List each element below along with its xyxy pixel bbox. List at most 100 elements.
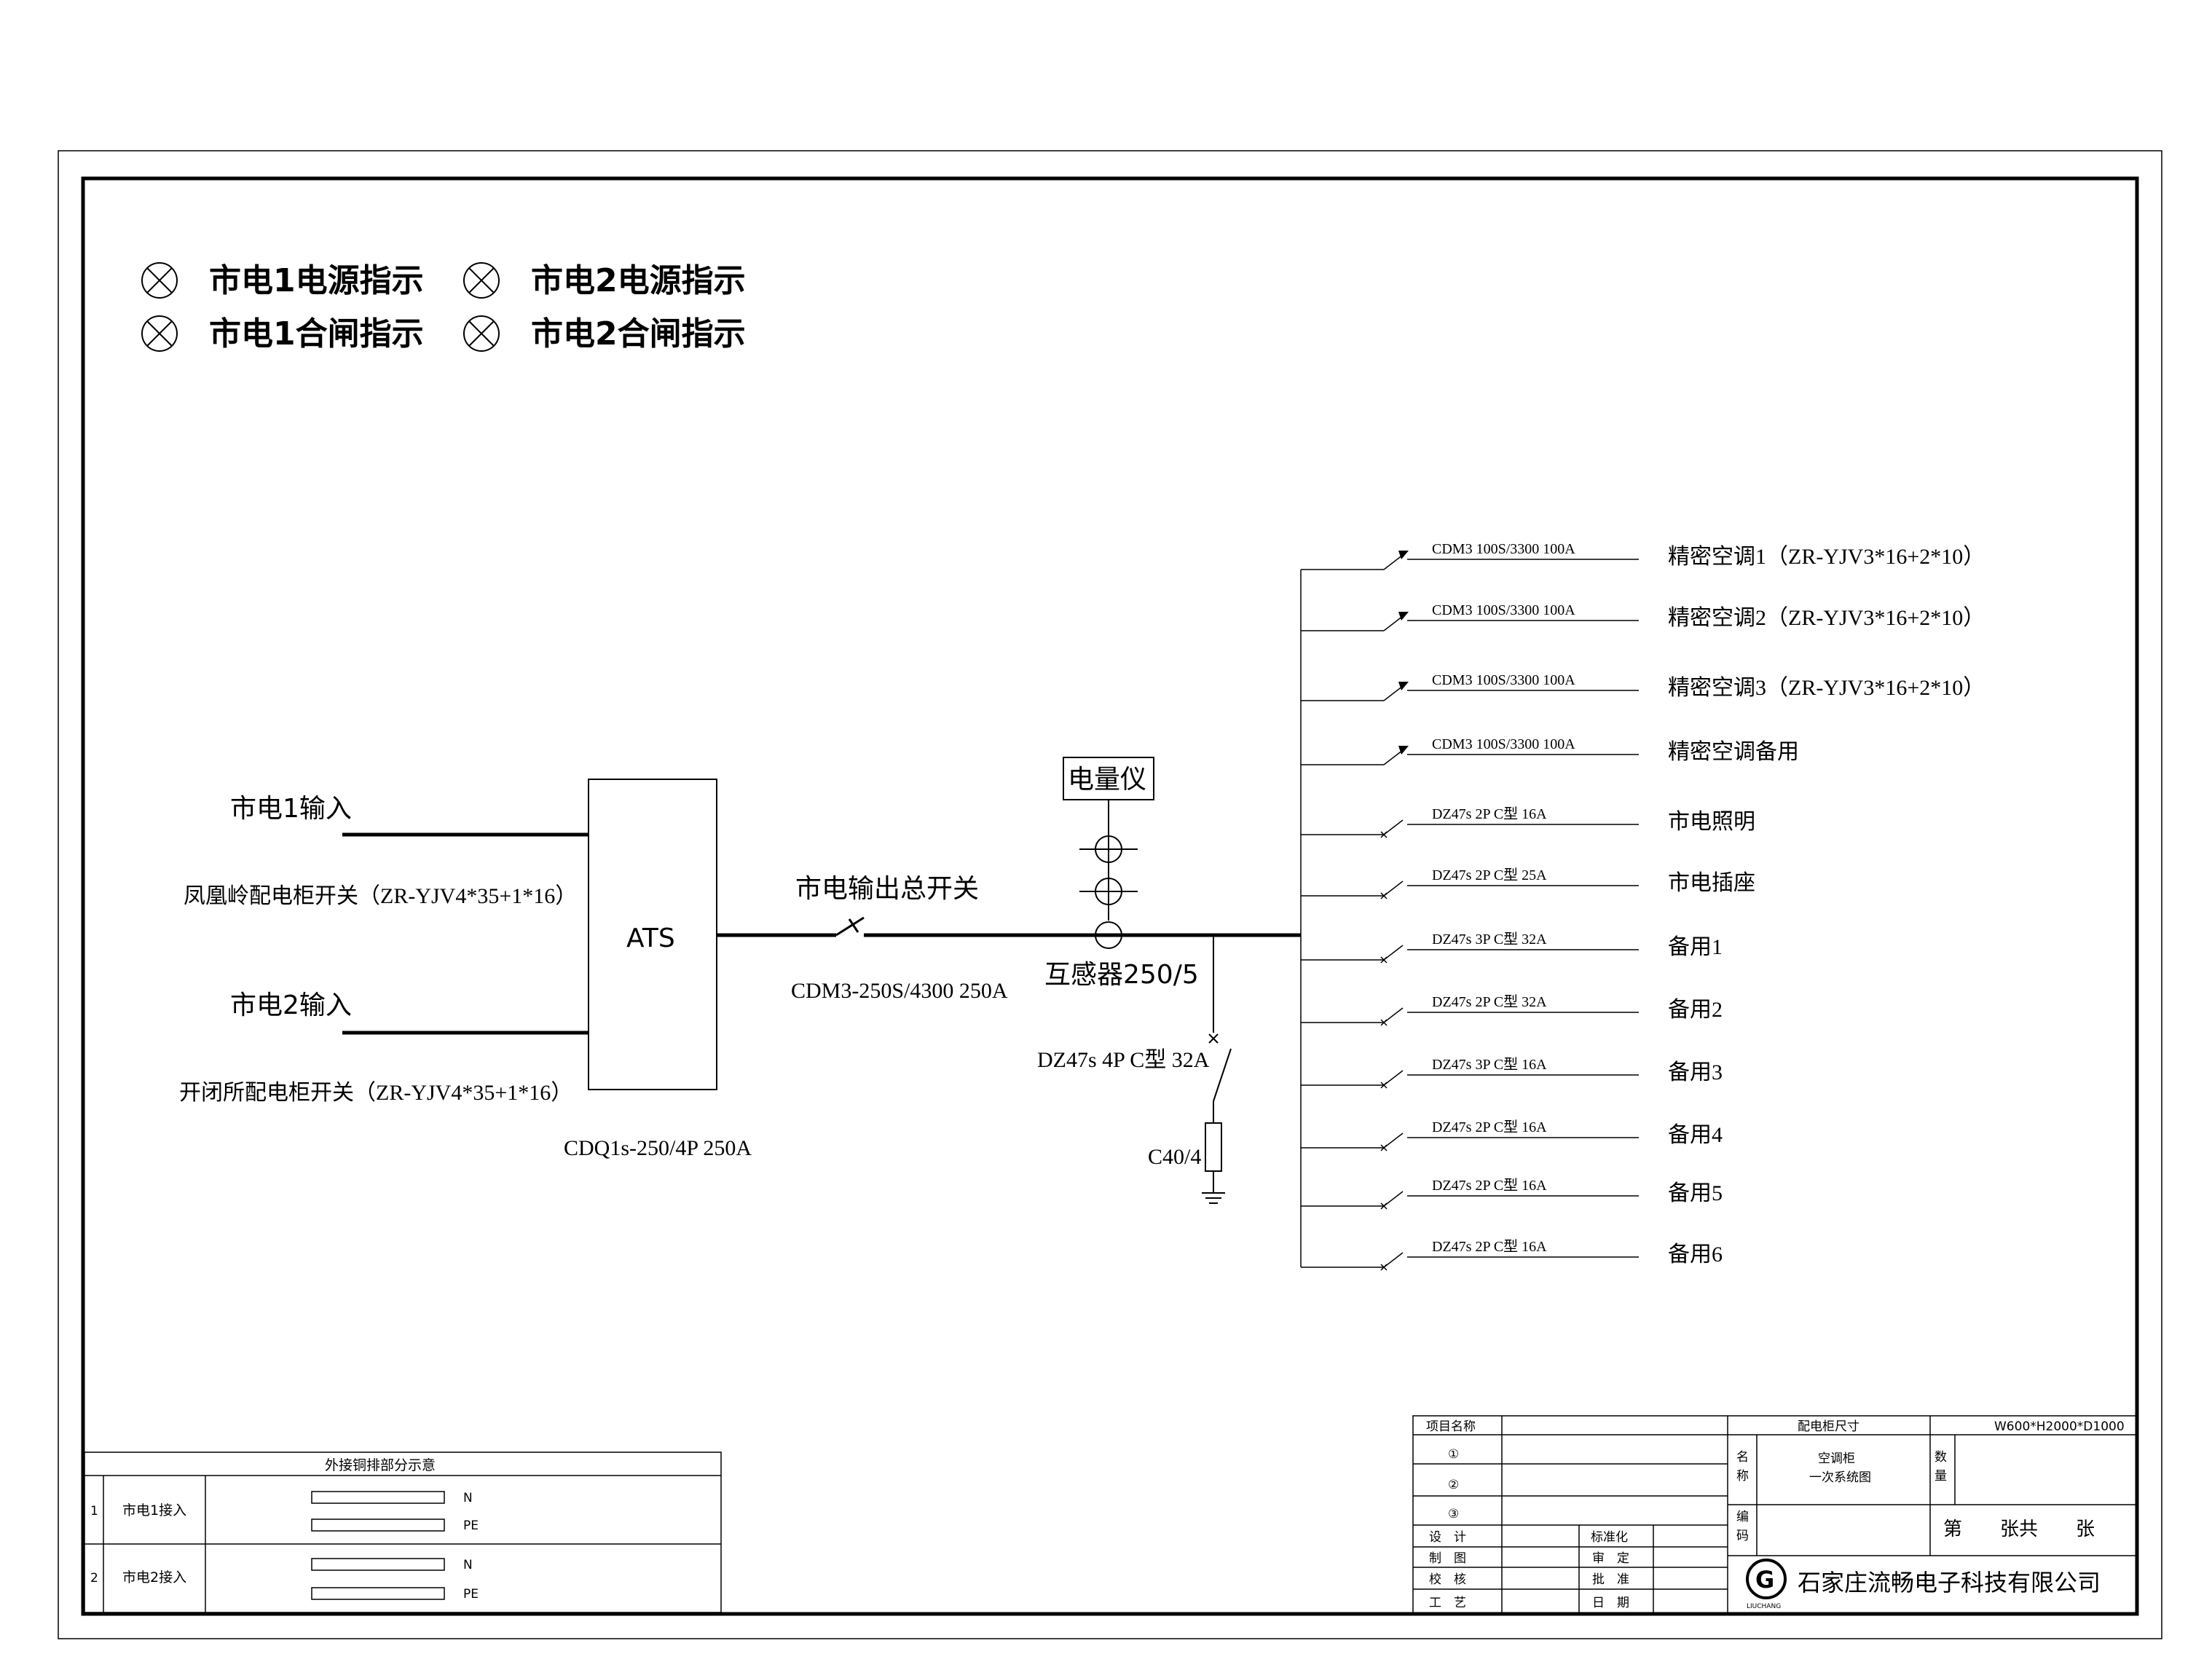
ground-icon <box>1202 1171 1225 1204</box>
breaker-contact-icon <box>1383 685 1404 701</box>
title-block <box>1412 1415 2138 1615</box>
feeder-load-label: 备用4 <box>1668 1123 1723 1147</box>
busbar-n-icon <box>311 1558 445 1571</box>
feeder-breaker-label: CDM3 100S/3300 100A <box>1432 736 1575 752</box>
spd-breaker-icon <box>1208 1033 1232 1102</box>
feeder-load-label: 备用6 <box>1668 1242 1723 1267</box>
feeder-load-label: 精密空调2（ZR-YJV3*16+2*10） <box>1668 606 1985 630</box>
busbar-row-no: 1 <box>90 1504 98 1519</box>
busbar-pe-label: PE <box>463 1587 479 1602</box>
busbar-pe-label: PE <box>463 1519 479 1533</box>
feeder-breaker-label: DZ47s 2P C型 32A <box>1432 993 1547 1010</box>
revision-1: ① <box>1448 1447 1459 1462</box>
ats-model: CDQ1s-250/4P 250A <box>564 1136 752 1160</box>
spd-label: C40/4 <box>1148 1145 1201 1169</box>
legend: 市电1电源指示 市电2电源指示 市电1合闸指示 市电2合闸指示 <box>141 262 746 352</box>
feeder-load-label: 备用3 <box>1668 1060 1723 1084</box>
busbar-table: 外接铜排部分示意 1 市电1接入 N PE 2 市电2接入 N PE <box>84 1451 722 1613</box>
spd-breaker-label: DZ47s 4P C型 32A <box>1037 1048 1210 1072</box>
breaker-trip-icon <box>1398 682 1409 690</box>
ct-label: 互感器250/5 <box>1044 960 1199 990</box>
feeder-load-label: 精密空调1（ZR-YJV3*16+2*10） <box>1668 545 1985 569</box>
standard-label: 标准化 <box>1591 1530 1628 1545</box>
busbar-row-no: 2 <box>90 1571 98 1586</box>
input-1-source: 凤凰岭配电柜开关（ZR-YJV4*35+1*16） <box>184 884 577 908</box>
current-transformer-icon <box>1079 835 1138 949</box>
breaker-x-icon <box>1380 1144 1388 1151</box>
breaker-x-icon <box>1380 1202 1388 1210</box>
busbar-row-name: 市电2接入 <box>122 1569 186 1586</box>
legend-label: 市电1电源指示 <box>209 262 424 299</box>
feeder-load-label: 备用5 <box>1668 1181 1723 1205</box>
project-name-label: 项目名称 <box>1426 1419 1476 1434</box>
feeder-breaker-label: DZ47s 2P C型 25A <box>1432 867 1547 883</box>
busbar-n-icon <box>311 1491 445 1504</box>
feeder-load-label: 精密空调3（ZR-YJV3*16+2*10） <box>1668 676 1985 700</box>
quantity-label: 量 <box>1934 1469 1947 1484</box>
approve-label: 批 准 <box>1592 1572 1629 1587</box>
legend-label: 市电1合闸指示 <box>209 315 424 352</box>
breaker-contact-icon <box>1383 749 1404 765</box>
indicator-lamp-icon <box>141 315 178 352</box>
busbar-n-label: N <box>463 1558 473 1572</box>
breaker-x-icon <box>1380 831 1388 838</box>
feeder-load-label: 精密空调备用 <box>1668 740 1799 764</box>
main-switch-icon <box>835 916 865 937</box>
check-label: 校 核 <box>1429 1572 1466 1587</box>
feeder-load-label: 市电插座 <box>1668 871 1755 895</box>
breaker-x-icon <box>1380 956 1388 964</box>
feeder-breaker-label: CDM3 100S/3300 100A <box>1432 672 1575 688</box>
busbar-n-label: N <box>463 1491 473 1505</box>
legend-label: 市电2合闸指示 <box>531 315 746 352</box>
breaker-x-icon <box>1380 1019 1388 1026</box>
legend-label: 市电2电源指示 <box>531 262 746 299</box>
logo-subtext: LIUCHANG <box>1747 1603 1781 1610</box>
name-label: 称 <box>1736 1469 1749 1484</box>
breaker-trip-icon <box>1398 551 1409 559</box>
cabinet-size-value: W600*H2000*D1000 <box>1994 1419 2125 1434</box>
main-switch-label: 市电输出总开关 <box>795 874 979 904</box>
breaker-x-icon <box>1380 1082 1388 1089</box>
drawing-name: 一次系统图 <box>1809 1470 1871 1485</box>
main-switch-model: CDM3-250S/4300 250A <box>791 979 1008 1003</box>
input-2-source: 开闭所配电柜开关（ZR-YJV4*35+1*16） <box>179 1081 572 1105</box>
date-label: 日 期 <box>1592 1596 1629 1610</box>
feeder-group: CDM3 100S/3300 100A 精密空调1（ZR-YJV3*16+2*10… <box>1301 541 1985 1271</box>
indicator-lamp-icon <box>463 262 500 299</box>
input-2-label: 市电2输入 <box>230 990 352 1020</box>
feeder-breaker-label: DZ47s 3P C型 32A <box>1432 931 1547 948</box>
design-label: 设 计 <box>1429 1530 1466 1545</box>
feeder-load-label: 市电照明 <box>1668 810 1755 834</box>
revision-2: ② <box>1448 1478 1459 1492</box>
inner-frame <box>81 176 2139 1616</box>
surge-protector-icon <box>1205 1122 1222 1172</box>
code-label: 编 <box>1736 1510 1749 1524</box>
review-label: 审 定 <box>1592 1551 1629 1566</box>
code-label: 码 <box>1736 1529 1749 1543</box>
craft-label: 工 艺 <box>1429 1596 1466 1610</box>
feeder-breaker-label: DZ47s 2P C型 16A <box>1432 805 1547 822</box>
feeder-breaker-label: CDM3 100S/3300 100A <box>1432 541 1575 557</box>
breaker-trip-icon <box>1398 746 1409 755</box>
breaker-trip-icon <box>1398 612 1409 621</box>
feeder-breaker-label: DZ47s 3P C型 16A <box>1432 1056 1547 1073</box>
ats-label: ATS <box>626 923 675 953</box>
feeder-breaker-label: DZ47s 2P C型 16A <box>1432 1119 1547 1135</box>
name-label: 名 <box>1736 1450 1749 1465</box>
draw-label: 制 图 <box>1429 1551 1466 1566</box>
svg-text:G: G <box>1755 1566 1774 1594</box>
busbar-pe-icon <box>311 1587 445 1600</box>
drawing-name: 空调柜 <box>1818 1451 1855 1466</box>
feeder-breaker-label: CDM3 100S/3300 100A <box>1432 602 1575 618</box>
outer-frame <box>58 150 2162 1639</box>
breaker-x-icon <box>1380 1264 1388 1271</box>
input-1-label: 市电1输入 <box>230 794 352 824</box>
company-logo-icon: G <box>1746 1559 1787 1599</box>
feeder-load-label: 备用2 <box>1668 998 1723 1022</box>
breaker-x-icon <box>1380 892 1388 899</box>
indicator-lamp-icon <box>141 262 178 299</box>
title-block-text: 项目名称 ① ② ③ 设 计 制 图 校 核 工 艺 标准化 审 定 批 准 日… <box>1426 1419 2125 1610</box>
feeder-breaker-label: DZ47s 2P C型 16A <box>1432 1238 1547 1255</box>
busbar-pe-icon <box>311 1519 445 1532</box>
